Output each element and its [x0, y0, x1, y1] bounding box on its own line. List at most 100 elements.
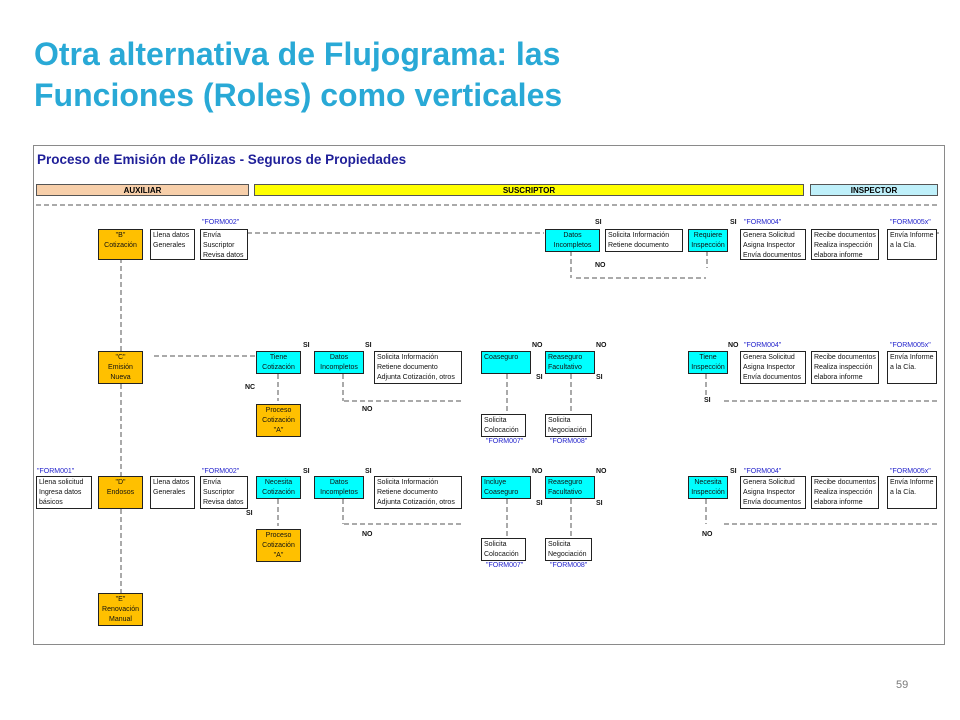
flowchart-frame: Proceso de Emisión de Pólizas - Seguros … — [33, 145, 945, 645]
box-line: Revisa datos — [203, 252, 244, 259]
box-genera-solicitud-row1: Genera Solicitud Asigna Inspector Envía … — [740, 229, 806, 260]
box-envia-suscriptor-row3: Envía Suscriptor Revisa datos — [200, 476, 248, 509]
connector-lines — [36, 204, 942, 593]
box-line: Necesita — [264, 479, 293, 486]
box-line: Inspección — [691, 364, 725, 371]
box-line: Nueva — [110, 374, 131, 381]
box-necesita-cotizacion: Necesita Cotización — [256, 476, 301, 499]
box-line: Proceso — [265, 532, 292, 539]
box-c-emision-nueva: "C" Emisión Nueva — [98, 351, 143, 384]
box-line: Datos — [329, 479, 349, 486]
box-line: Negociación — [548, 427, 587, 434]
box-line: Datos — [329, 354, 349, 361]
box-llena-datos-row3: Llena datos Generales — [150, 476, 195, 509]
box-line: Proceso — [265, 407, 292, 414]
label-no: NO — [362, 406, 373, 413]
box-line: Realiza inspección — [814, 242, 873, 249]
box-line: Reaseguro — [548, 354, 583, 361]
box-line: Retiene documento — [608, 242, 669, 249]
box-line: a la Cía. — [890, 489, 917, 496]
box-line: Envía Informe — [890, 479, 934, 486]
box-line: Incompletos — [320, 364, 358, 371]
box-line: elabora informe — [814, 499, 863, 506]
box-line: Llena datos — [153, 479, 190, 486]
box-line: Endosos — [106, 489, 135, 496]
box-line: Envía — [203, 479, 221, 486]
label-si: SI — [730, 468, 737, 475]
form-ref-form005x-row2: "FORM005x" — [890, 342, 931, 349]
form-ref-form008-row2: "FORM008" — [550, 438, 588, 445]
box-solicita-info-row3: Solicita Información Retiene documento A… — [374, 476, 462, 509]
label-si: SI — [704, 397, 711, 404]
label-no: NO — [362, 531, 373, 538]
box-line: Asigna Inspector — [743, 242, 796, 249]
form-ref-form007-row3: "FORM007" — [486, 562, 524, 569]
box-line: Retiene documento — [377, 364, 438, 371]
label-si: SI — [595, 219, 602, 226]
box-line: Incluye — [484, 479, 507, 486]
box-solicita-colocacion-row2: Solicita Colocación — [481, 414, 526, 437]
box-e-renovacion-manual: "E" Renovación Manual — [98, 593, 143, 626]
box-d-endosos: "D" Endosos — [98, 476, 143, 509]
form-ref-form005x-row3: "FORM005x" — [890, 468, 931, 475]
slide-title-line-2: Funciones (Roles) como verticales — [34, 77, 563, 113]
form-ref-form004-row2: "FORM004" — [744, 342, 782, 349]
box-reaseguro-row2: Reaseguro Facultativo — [545, 351, 595, 374]
box-line: Solicita — [484, 541, 507, 548]
box-line: Genera Solicitud — [743, 479, 795, 486]
diagram-title: Proceso de Emisión de Pólizas - Seguros … — [37, 152, 407, 167]
box-line: Emisión — [108, 364, 133, 371]
box-line: Realiza inspección — [814, 364, 873, 371]
box-line: Facultativo — [548, 364, 582, 371]
box-line: Cotización — [262, 542, 295, 549]
box-line: Generales — [153, 489, 186, 496]
box-line: Envía Informe — [890, 354, 934, 361]
box-line: Renovación — [102, 606, 139, 613]
box-line: Incompletos — [553, 242, 592, 249]
box-line: Solicita Información — [377, 354, 439, 361]
box-solicita-info-row2: Solicita Información Retiene documento A… — [374, 351, 462, 384]
form-ref-form004-row1: "FORM004" — [744, 219, 782, 226]
box-line: Reaseguro — [548, 479, 583, 486]
box-line: Inspección — [691, 489, 725, 496]
box-line: Necesita — [694, 479, 722, 486]
form-ref-form007-row2: "FORM007" — [486, 438, 524, 445]
box-line: Cotización — [262, 364, 295, 371]
label-si: SI — [596, 374, 603, 381]
box-incluye-coaseguro: Incluye Coaseguro — [481, 476, 531, 499]
box-line: Cotización — [262, 489, 295, 496]
box-line: Recibe documentos — [814, 354, 876, 361]
box-line: Solicita — [548, 541, 571, 548]
box-line: Datos — [563, 232, 582, 239]
box-line: Manual — [109, 616, 132, 623]
box-requiere-inspeccion-row1: Requiere Inspección — [688, 229, 728, 252]
box-envia-informe-row1: Envía Informe a la Cía. — [887, 229, 937, 260]
box-solicita-info-row1: Solicita Información Retiene documento — [605, 229, 683, 252]
box-proceso-cotizacion-row2: Proceso Cotización "A" — [256, 404, 301, 437]
box-tiene-cotizacion: Tiene Cotización — [256, 351, 301, 374]
box-line: Genera Solicitud — [743, 232, 795, 239]
box-line: Solicita — [548, 417, 571, 424]
label-no: NO — [702, 531, 713, 538]
box-line: "C" — [115, 354, 126, 361]
label-si: SI — [303, 468, 310, 475]
form-ref-form001: "FORM001" — [37, 468, 75, 475]
box-line: Solicita Información — [608, 232, 670, 239]
lane-inspector: INSPECTOR — [810, 184, 938, 196]
box-line: Cotización — [104, 242, 137, 249]
lane-auxiliar: AUXILIAR — [36, 184, 249, 196]
label-si: SI — [536, 374, 543, 381]
box-line: Asigna Inspector — [743, 364, 796, 371]
box-line: Recibe documentos — [814, 232, 876, 239]
box-line: Suscriptor — [203, 489, 235, 496]
box-necesita-inspeccion: Necesita Inspección — [688, 476, 728, 499]
box-line: "A" — [273, 427, 284, 434]
page-number: 59 — [896, 679, 909, 691]
box-line: "D" — [115, 479, 126, 486]
lane-suscriptor: SUSCRIPTOR — [254, 184, 804, 196]
box-line: Solicita Información — [377, 479, 439, 486]
label-no: NO — [596, 342, 607, 349]
slide-title: Otra alternativa de Flujograma: las Func… — [34, 34, 934, 116]
box-envia-informe-row3: Envía Informe a la Cía. — [887, 476, 937, 509]
box-line: Inspección — [691, 242, 725, 249]
